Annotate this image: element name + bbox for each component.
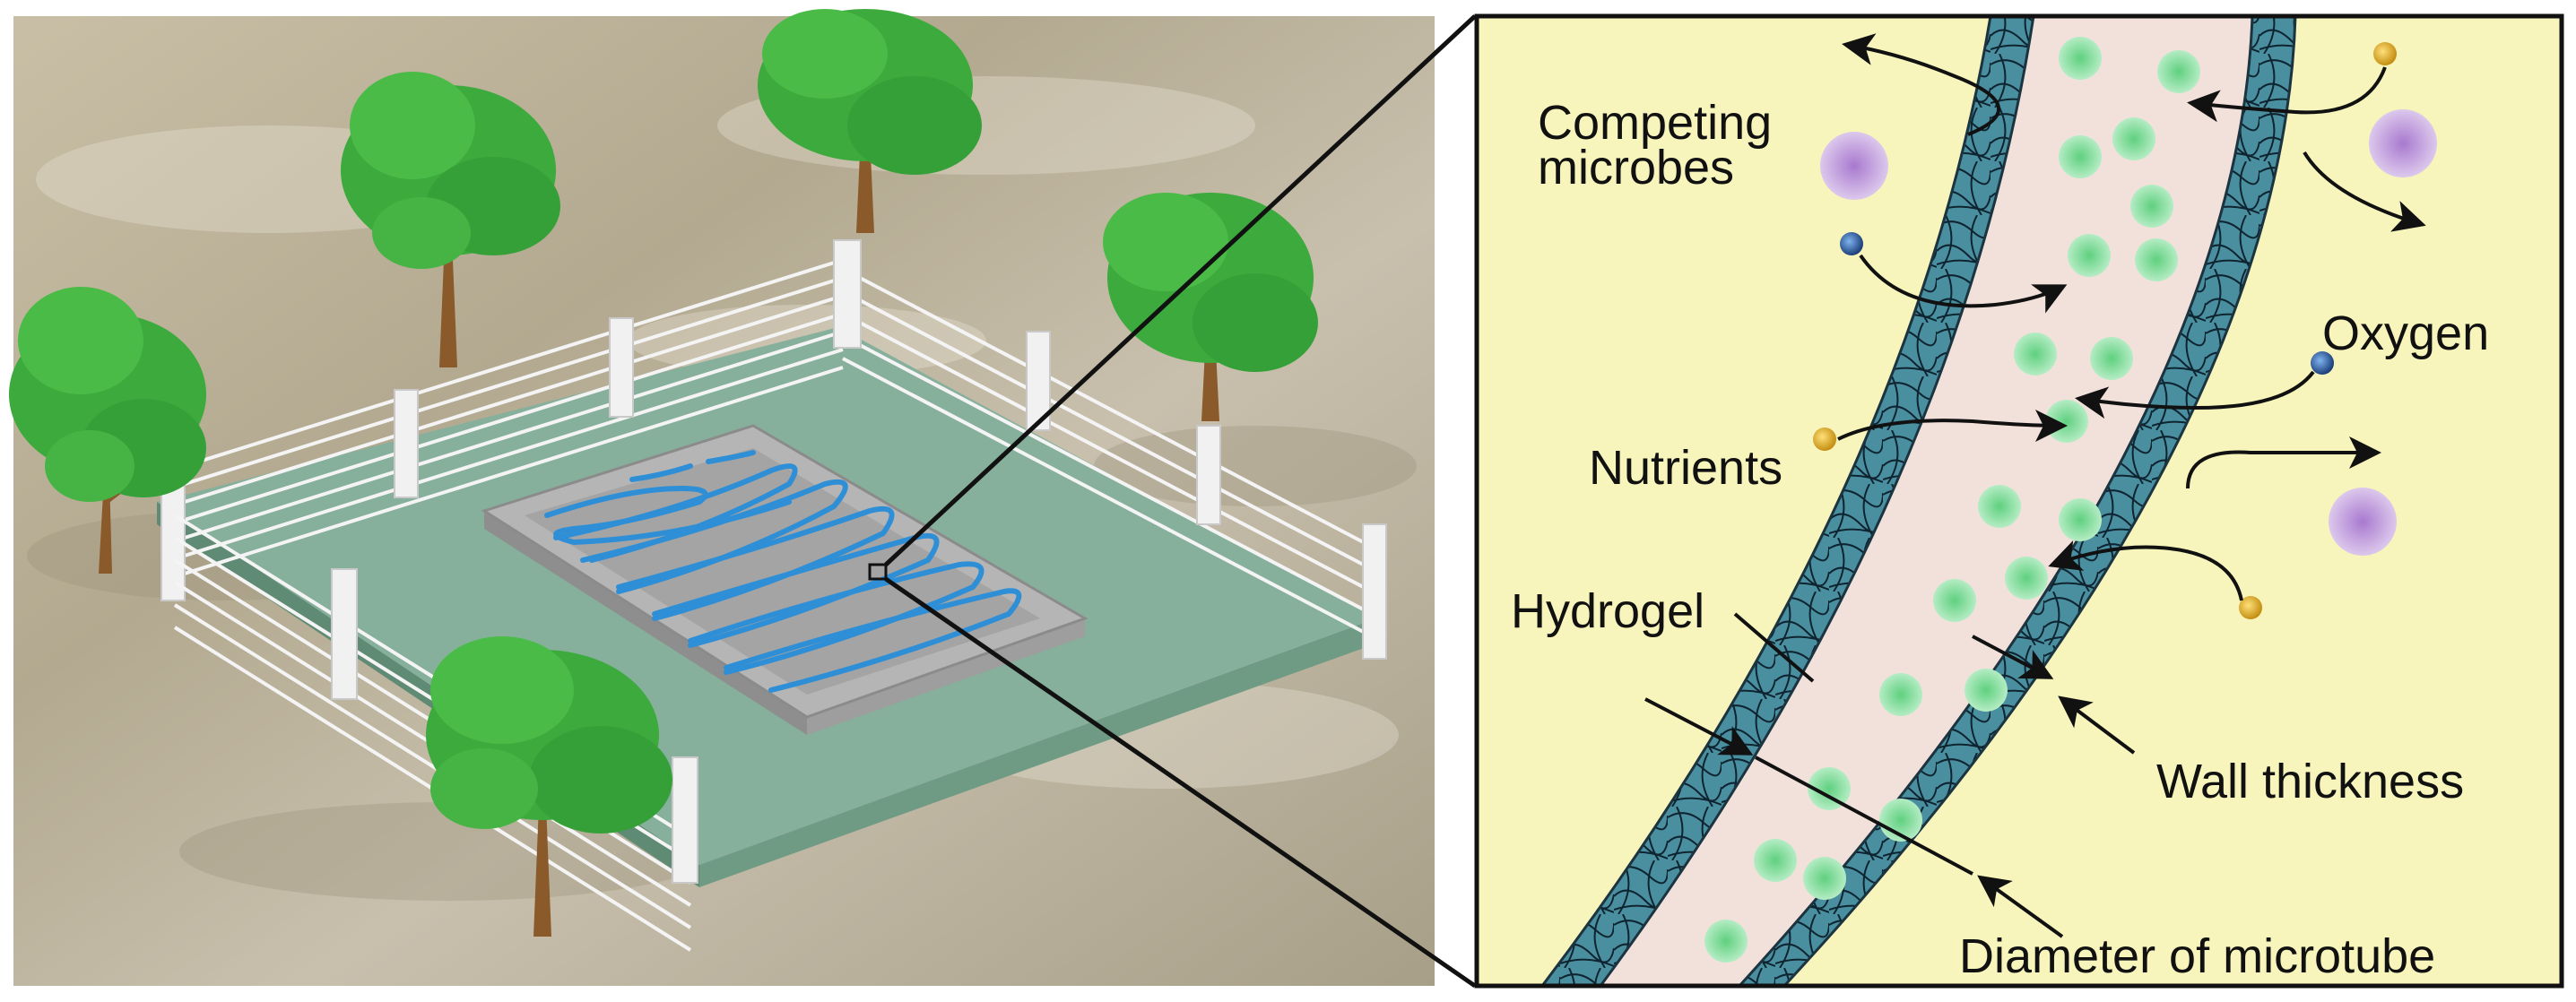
microbe-icon bbox=[1820, 109, 2437, 556]
label-wall-thickness: Wall thickness bbox=[2156, 755, 2464, 808]
fence-posts bbox=[160, 239, 1387, 660]
basin-side-right bbox=[807, 618, 1085, 735]
label-oxygen: Oxygen bbox=[2322, 307, 2489, 360]
tree-icon bbox=[9, 9, 1318, 937]
microtube-network bbox=[544, 450, 1022, 693]
zoom-lines bbox=[884, 14, 1477, 989]
pond-scene bbox=[9, 9, 1435, 986]
fence-posts-front bbox=[331, 568, 698, 884]
dimension-lines bbox=[1644, 612, 2136, 938]
nutrient-molecule-icon bbox=[1813, 42, 2397, 619]
fence-icon bbox=[169, 258, 1373, 638]
label-hydrogel: Hydrogel bbox=[1511, 584, 1704, 638]
basin-floor bbox=[525, 448, 1040, 695]
zoom-region-marker bbox=[868, 563, 888, 581]
basin-side-front bbox=[484, 511, 807, 735]
ground-slab-side bbox=[699, 618, 1376, 887]
oxygen-molecule-icon bbox=[1840, 232, 2334, 375]
arrow-icon bbox=[1837, 33, 2426, 601]
label-diameter: Diameter of microtube bbox=[1959, 929, 2435, 983]
cell-icon bbox=[1704, 37, 2200, 963]
label-nutrients: Nutrients bbox=[1589, 441, 1782, 495]
detail-frame bbox=[1474, 13, 2564, 989]
